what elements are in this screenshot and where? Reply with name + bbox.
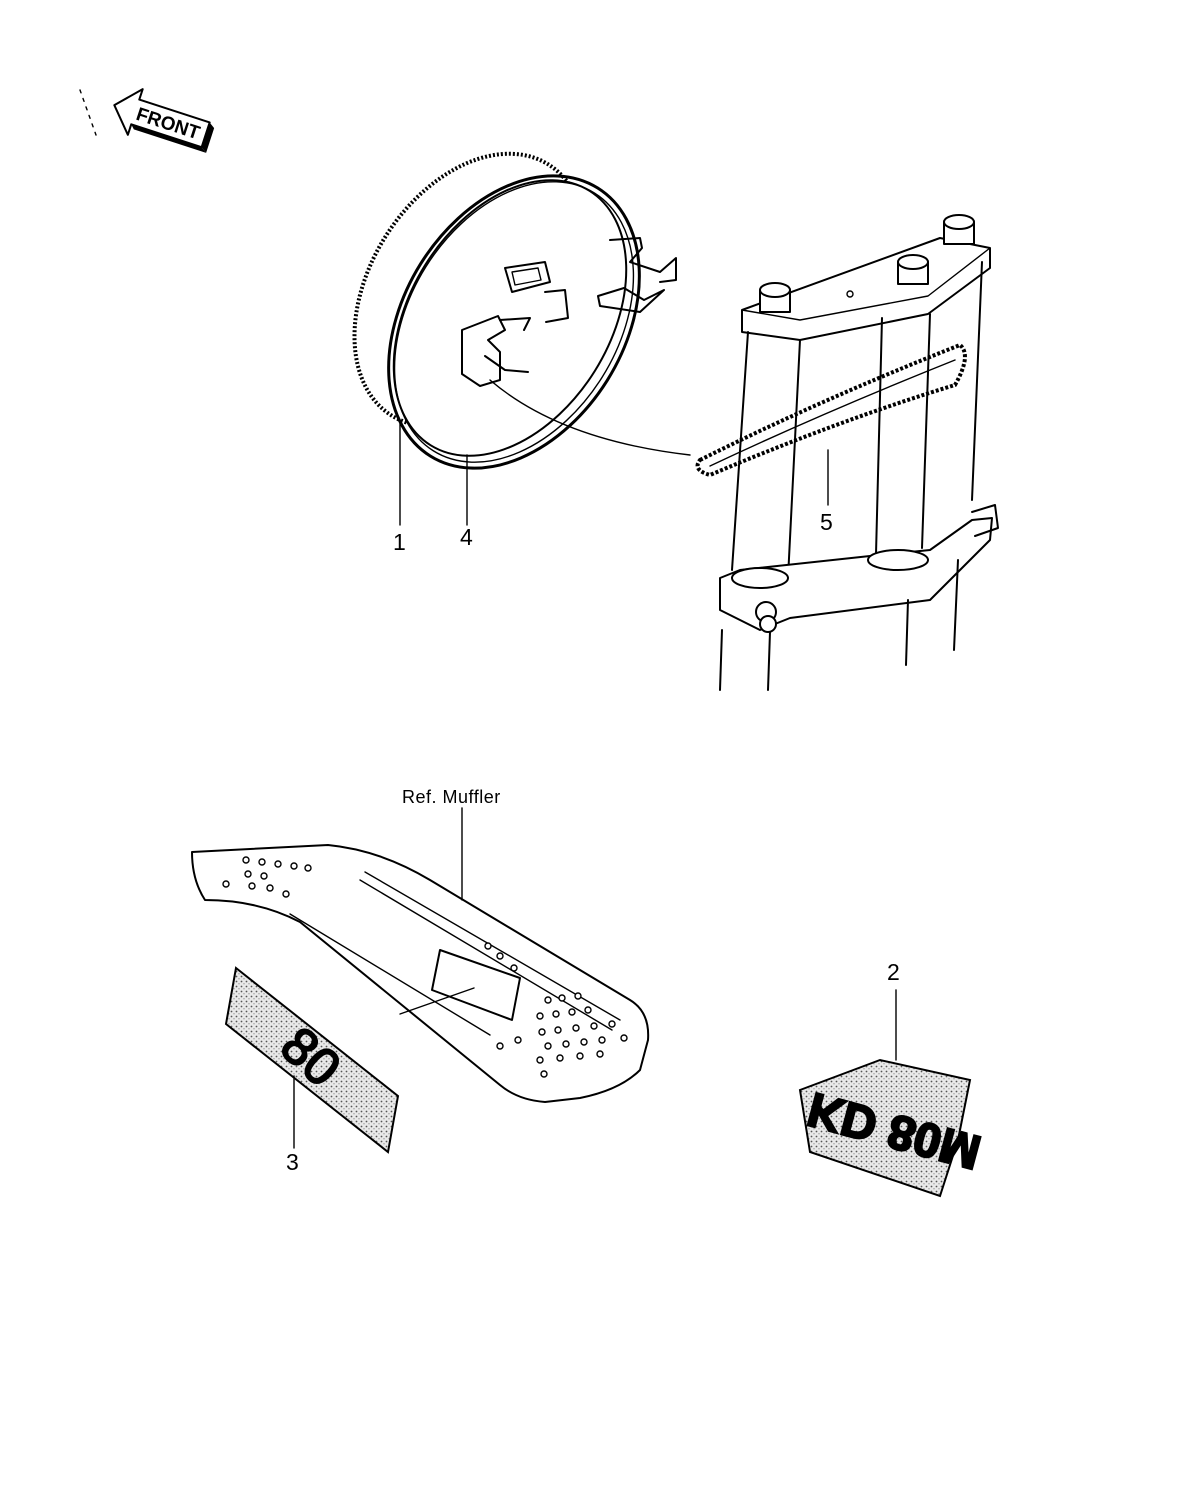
ref-muffler-label: Ref. Muffler <box>402 787 501 807</box>
callout-5: 5 <box>820 509 833 535</box>
stem-nut-left <box>759 282 791 313</box>
headlight-assembly <box>352 151 691 526</box>
tank-badge-emblem: KD 80M <box>798 989 987 1198</box>
heat-guard-holes <box>222 856 628 1078</box>
stem-nut-right <box>943 214 975 245</box>
wiring-band <box>695 342 967 506</box>
stem-nut-center <box>897 254 929 285</box>
front-fork-assembly <box>719 214 999 691</box>
front-direction-arrow: FRONT <box>79 88 215 153</box>
callout-3: 3 <box>286 1149 299 1175</box>
side-plate-emblem: 80 <box>224 966 400 1154</box>
muffler-heat-guard: Ref. Muffler <box>191 787 650 1103</box>
callout-4: 4 <box>460 524 473 550</box>
headlight-gasket <box>387 174 641 470</box>
callout-2: 2 <box>887 959 900 985</box>
callout-1: 1 <box>393 529 406 555</box>
